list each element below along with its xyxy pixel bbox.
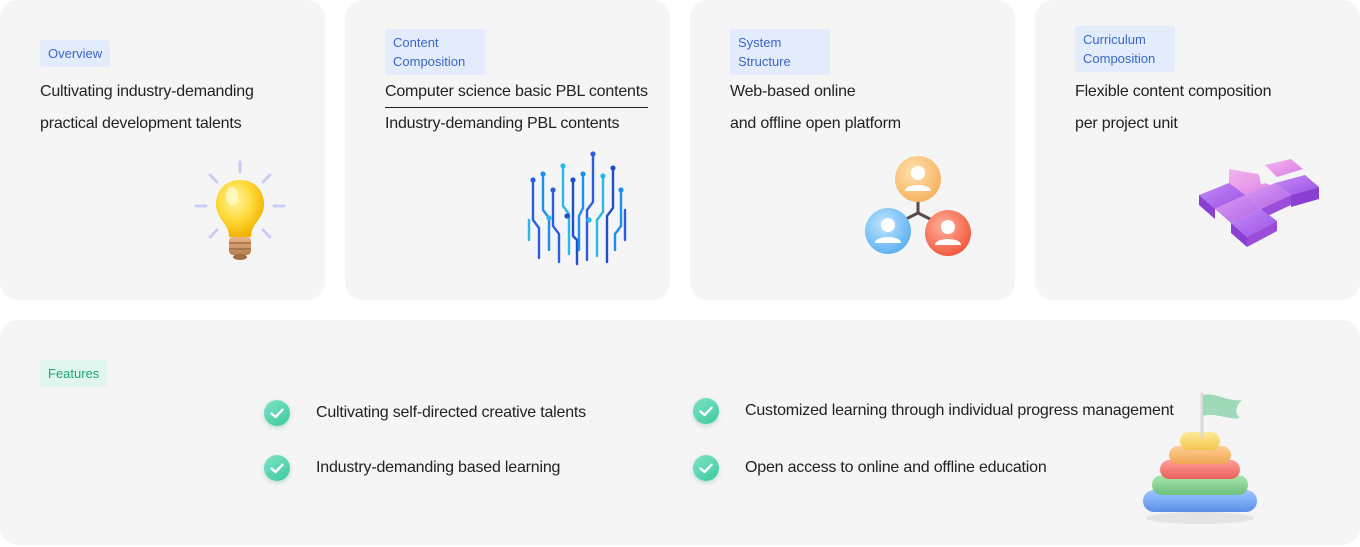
curriculum-composition-text: Flexible content composition per project…	[1075, 76, 1271, 140]
system-structure-tag: System Structure	[730, 29, 830, 75]
content-line-1: Computer science basic PBL contents	[385, 76, 648, 108]
check-icon	[693, 398, 719, 424]
check-icon	[264, 455, 290, 481]
system-line-1: Web-based online	[730, 83, 856, 100]
features-card: Features Cultivating self-directed creat…	[0, 320, 1360, 545]
check-icon	[264, 400, 290, 426]
feature-label: Open access to online and offline educat…	[745, 459, 1047, 476]
feature-label: Customized learning through individual p…	[745, 402, 1174, 419]
features-tag: Features	[40, 360, 108, 387]
curriculum-composition-card: Curriculum Composition Flexible content …	[1035, 0, 1360, 300]
content-composition-text: Computer science basic PBL contents Indu…	[385, 76, 648, 140]
overview-line-1: Cultivating industry-demanding	[40, 83, 254, 100]
content-composition-card: Content Composition Computer science bas…	[345, 0, 670, 300]
network-users-icon	[865, 156, 971, 256]
system-structure-card: System Structure Web-based online and of…	[690, 0, 1015, 300]
overview-text: Cultivating industry-demanding practical…	[40, 76, 254, 140]
feature-item: Open access to online and offline educat…	[693, 455, 1047, 481]
feature-item: Cultivating self-directed creative talen…	[264, 400, 586, 426]
feature-item: Customized learning through individual p…	[693, 398, 1174, 424]
content-composition-tag: Content Composition	[385, 29, 485, 75]
overview-card: Overview Cultivating industry-demanding …	[0, 0, 325, 300]
overview-tag: Overview	[40, 40, 111, 67]
system-structure-text: Web-based online and offline open platfo…	[730, 76, 901, 140]
goal-flag-pyramid-icon	[1143, 392, 1257, 524]
feature-label: Industry-demanding based learning	[316, 459, 561, 476]
curriculum-composition-tag: Curriculum Composition	[1075, 26, 1175, 72]
content-line-2: Industry-demanding PBL contents	[385, 115, 620, 132]
curriculum-line-2: per project unit	[1075, 115, 1178, 132]
curriculum-line-1: Flexible content composition	[1075, 83, 1272, 100]
lightbulb-icon	[194, 160, 286, 260]
puzzle-icon	[1199, 159, 1319, 247]
feature-item: Industry-demanding based learning	[264, 455, 560, 481]
circuit-icon	[527, 151, 627, 266]
overview-line-2: practical development talents	[40, 115, 242, 132]
system-line-2: and offline open platform	[730, 115, 901, 132]
feature-label: Cultivating self-directed creative talen…	[316, 404, 586, 421]
check-icon	[693, 455, 719, 481]
